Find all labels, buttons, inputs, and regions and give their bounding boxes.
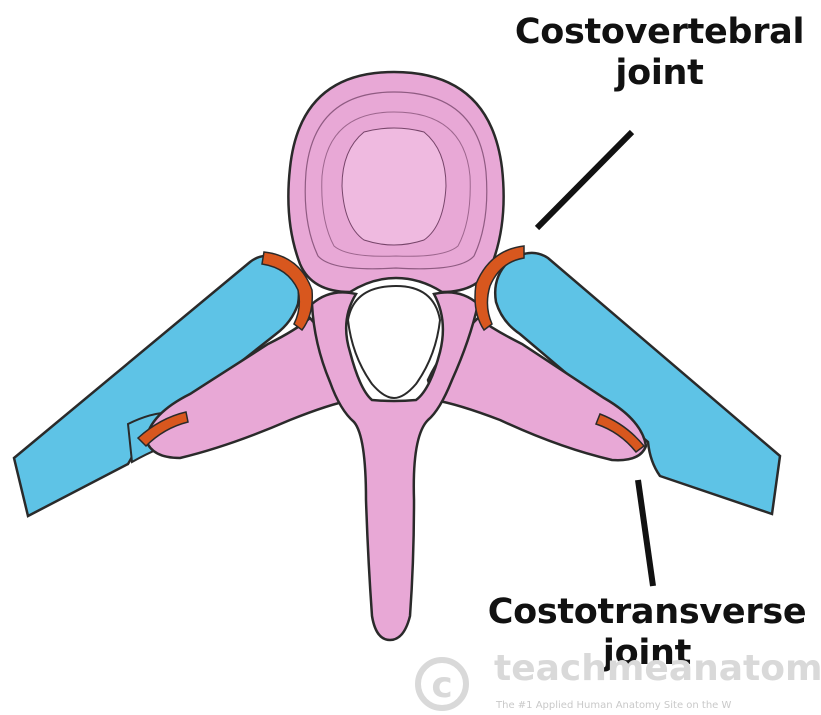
vertebral-body-core — [342, 128, 446, 245]
costotransverse-pointer — [638, 480, 653, 586]
watermark-tagline: The #1 Applied Human Anatomy Site on the… — [496, 700, 731, 711]
watermark-brand: teachmeanatomy — [494, 648, 821, 689]
vertebral-foramen — [348, 286, 440, 398]
costovertebral-pointer — [537, 132, 632, 228]
costovertebral-label-line1: Costovertebral — [492, 12, 821, 53]
costovertebral-joint-label: Costovertebral joint — [492, 12, 821, 94]
svg-text:c: c — [431, 665, 452, 706]
costotransverse-label-line1: Costotransverse — [462, 592, 821, 633]
costovertebral-label-line2: joint — [492, 53, 821, 94]
vertebral-body — [288, 72, 503, 292]
watermark-copyright-icon: c — [418, 660, 466, 708]
